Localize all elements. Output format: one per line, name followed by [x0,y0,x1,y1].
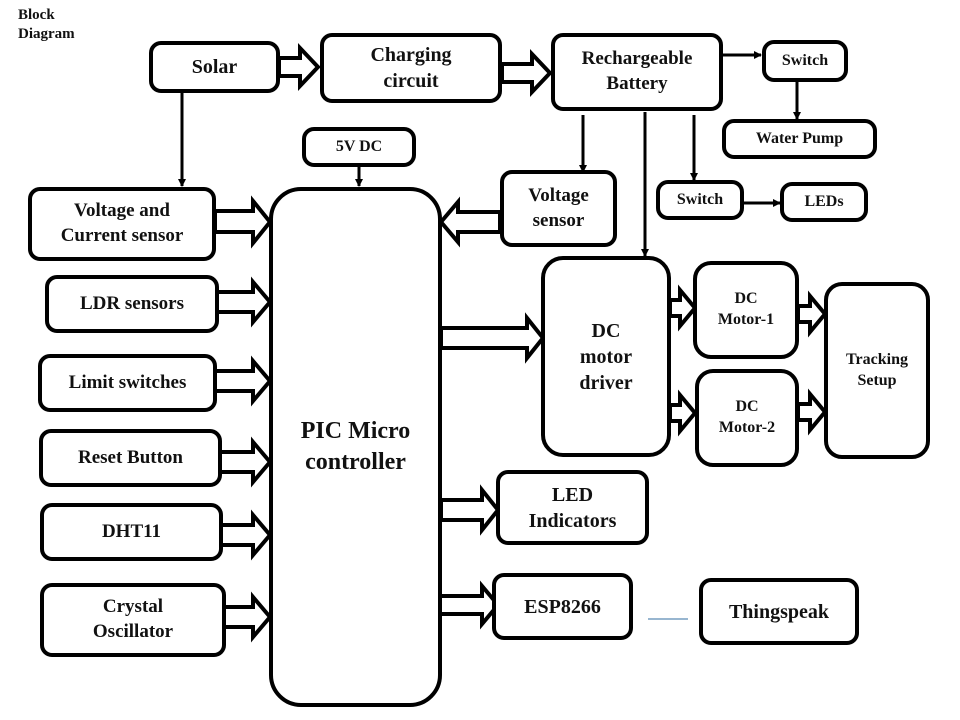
block-pic-microcontroller: PIC Micro controller [269,187,442,707]
arrow-charging-battery [500,48,553,98]
arrow-reset-pic [218,436,273,488]
block-led-indicators: LED Indicators [496,470,649,545]
block-rechargeable-battery: Rechargeable Battery [551,33,723,111]
block-5v-dc: 5V DC [302,127,416,167]
diagram-title: Block Diagram [18,7,75,42]
arrow-vc-pic [213,195,273,249]
block-dc-motor-driver: DC motor driver [541,256,671,457]
arrow-motor1-tracking [796,290,828,338]
arrow-driver-motor2 [668,389,698,437]
block-esp8266: ESP8266 [492,573,633,640]
arrow-pic-esp [435,580,501,630]
block-dc-motor-2: DC Motor-2 [695,369,799,467]
block-limit-switches: Limit switches [38,354,217,412]
block-voltage-current-sensor: Voltage and Current sensor [28,187,216,261]
block-solar: Solar [149,41,280,93]
arrow-ldr-pic [215,276,273,328]
block-tracking-setup: Tracking Setup [824,282,930,459]
block-dht11: DHT11 [40,503,223,561]
arrow-driver-motor1 [668,284,698,332]
arrow-solar-charging [277,42,321,92]
block-thingspeak: Thingspeak [699,578,859,645]
block-reset-button: Reset Button [39,429,222,487]
block-charging-circuit: Charging circuit [320,33,502,103]
block-switch-pump: Switch [762,40,848,82]
block-dc-motor-1: DC Motor-1 [693,261,799,359]
arrow-pic-led [439,484,501,536]
arrow-crystal-pic [222,591,273,643]
block-switch-leds: Switch [656,180,744,220]
arrow-limit-pic [213,355,273,407]
arrow-motor2-tracking [796,388,828,436]
block-water-pump: Water Pump [722,119,877,159]
arrow-dht-pic [218,509,273,561]
block-crystal-oscillator: Crystal Oscillator [40,583,226,657]
arrow-pic-driver [439,312,546,364]
block-voltage-sensor: Voltage sensor [500,170,617,247]
block-ldr-sensors: LDR sensors [45,275,219,333]
arrow-vsensor-pic [438,196,502,248]
block-leds: LEDs [780,182,868,222]
